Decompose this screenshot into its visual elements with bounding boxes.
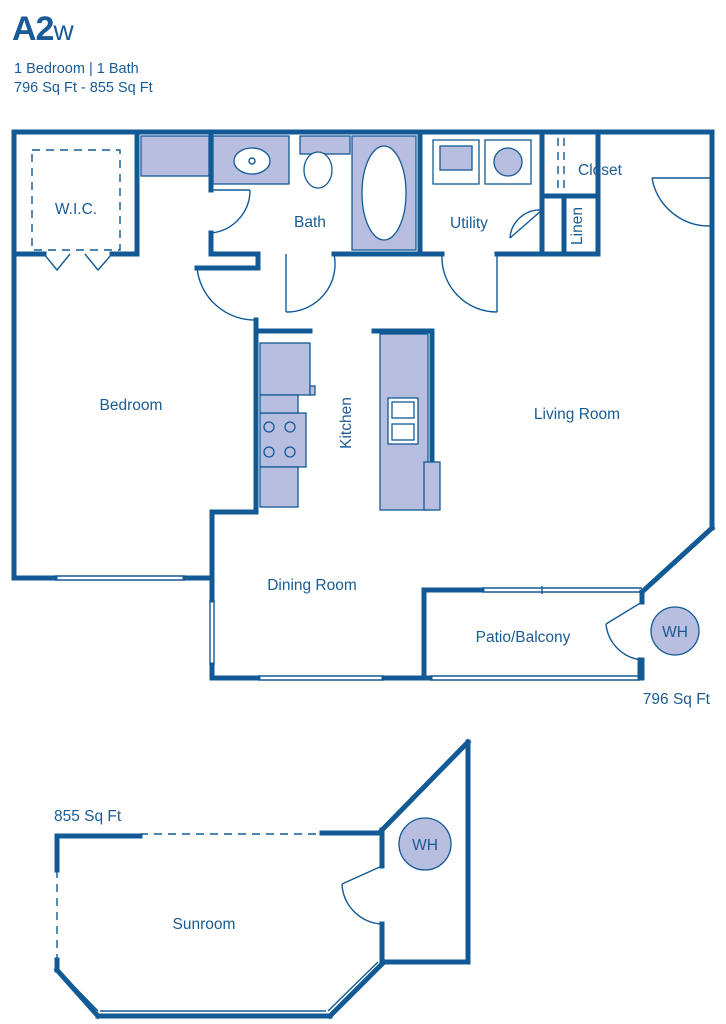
wic-label: W.I.C. [55, 201, 97, 218]
doors [43, 177, 712, 661]
sqft-range-text: 796 Sq Ft - 855 Sq Ft [14, 80, 153, 96]
plan-title-main: A2 [12, 10, 54, 48]
bedroom-label: Bedroom [100, 397, 163, 414]
sunroom-area-label: 855 Sq Ft [54, 808, 122, 825]
linen-label: Linen [569, 207, 586, 245]
bath-label: Bath [294, 214, 326, 231]
water-heater-circle [650, 606, 700, 656]
utility-fixtures [432, 139, 532, 185]
plan-title-suffix: w [53, 15, 73, 46]
sunroom-water-heater-circle [398, 817, 452, 871]
dining-room-label: Dining Room [267, 577, 357, 594]
patio-label: Patio/Balcony [476, 629, 571, 646]
bath-fixtures [140, 135, 417, 251]
living-room-label: Living Room [534, 406, 620, 423]
wh-label: WH [662, 624, 688, 641]
sunroom-walls [53, 738, 472, 1020]
closet-label: Closet [578, 162, 623, 179]
sunroom-wh-label: WH [412, 837, 438, 854]
kitchen-label: Kitchen [338, 397, 355, 449]
room-labels: W.I.C. Bath Utility Closet Linen Bedroom… [54, 162, 711, 933]
base-area-label: 796 Sq Ft [643, 691, 711, 708]
utility-label: Utility [450, 215, 488, 232]
plan-title: A2w [12, 10, 74, 49]
beds-baths-text: 1 Bedroom | 1 Bath [14, 61, 139, 77]
windows [55, 575, 640, 681]
kitchen-fixtures [259, 333, 441, 511]
sunroom-label: Sunroom [173, 916, 236, 933]
